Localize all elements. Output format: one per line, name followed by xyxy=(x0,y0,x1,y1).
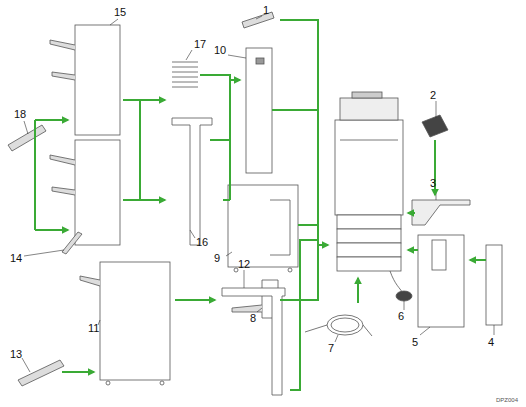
callout-number: 3 xyxy=(430,177,436,189)
callout-number: 13 xyxy=(10,348,22,360)
callout-number: 6 xyxy=(398,310,404,322)
callout-number: 10 xyxy=(214,44,226,56)
callout-number: 18 xyxy=(14,108,26,120)
callout-number: 14 xyxy=(10,252,22,264)
callout-number: 11 xyxy=(88,322,99,334)
callout-number: 8 xyxy=(250,312,256,324)
callout-number: 7 xyxy=(328,342,334,354)
figure-code: DPZ004 xyxy=(496,397,518,404)
callout-number: 17 xyxy=(194,38,206,50)
callout-number: 2 xyxy=(430,89,436,101)
callout-number: 5 xyxy=(412,336,418,348)
callout-number: 4 xyxy=(488,336,494,348)
callout-number: 15 xyxy=(114,6,126,18)
callout-number: 9 xyxy=(214,252,220,264)
callout-number: 12 xyxy=(238,258,250,270)
callout-number: 1 xyxy=(263,4,269,16)
callout-number: 16 xyxy=(196,236,208,248)
